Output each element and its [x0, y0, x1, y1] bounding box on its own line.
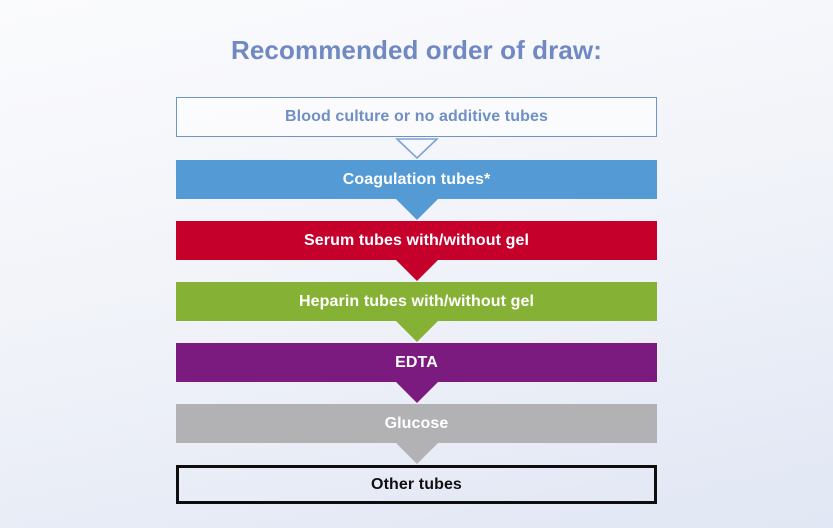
flow-arrow-3: [176, 260, 657, 282]
flow-step-2: Coagulation tubes*: [176, 160, 657, 199]
arrow-down-filled-icon: [395, 443, 438, 464]
flow-arrow-6: [176, 443, 657, 465]
arrow-down-filled-icon: [395, 199, 438, 220]
arrow-down-filled-icon: [395, 382, 438, 403]
flow-arrow-5: [176, 382, 657, 404]
arrow-down-filled-icon: [395, 321, 438, 342]
flow-step-1: Blood culture or no additive tubes: [176, 97, 657, 137]
flow-box-blood-culture[interactable]: Blood culture or no additive tubes: [176, 97, 657, 137]
flow-box-other-tubes[interactable]: Other tubes: [176, 465, 657, 504]
flow-box-serum[interactable]: Serum tubes with/without gel: [176, 221, 657, 260]
flow-arrow-4: [176, 321, 657, 343]
flow-arrow-2: [176, 199, 657, 221]
flow-step-7: Other tubes: [176, 465, 657, 504]
arrow-down-filled-icon: [395, 260, 438, 281]
flow-box-glucose[interactable]: Glucose: [176, 404, 657, 443]
order-of-draw-flowchart: Blood culture or no additive tubes Coagu…: [176, 97, 657, 504]
page-title: Recommended order of draw:: [231, 35, 602, 65]
flow-box-edta[interactable]: EDTA: [176, 343, 657, 382]
flow-arrow-1: [176, 137, 657, 160]
flow-step-6: Glucose: [176, 404, 657, 443]
flow-step-4: Heparin tubes with/without gel: [176, 282, 657, 321]
arrow-down-outline-icon: [394, 138, 439, 160]
flow-box-coagulation[interactable]: Coagulation tubes*: [176, 160, 657, 199]
flow-box-heparin[interactable]: Heparin tubes with/without gel: [176, 282, 657, 321]
flow-step-3: Serum tubes with/without gel: [176, 221, 657, 260]
flow-step-5: EDTA: [176, 343, 657, 382]
